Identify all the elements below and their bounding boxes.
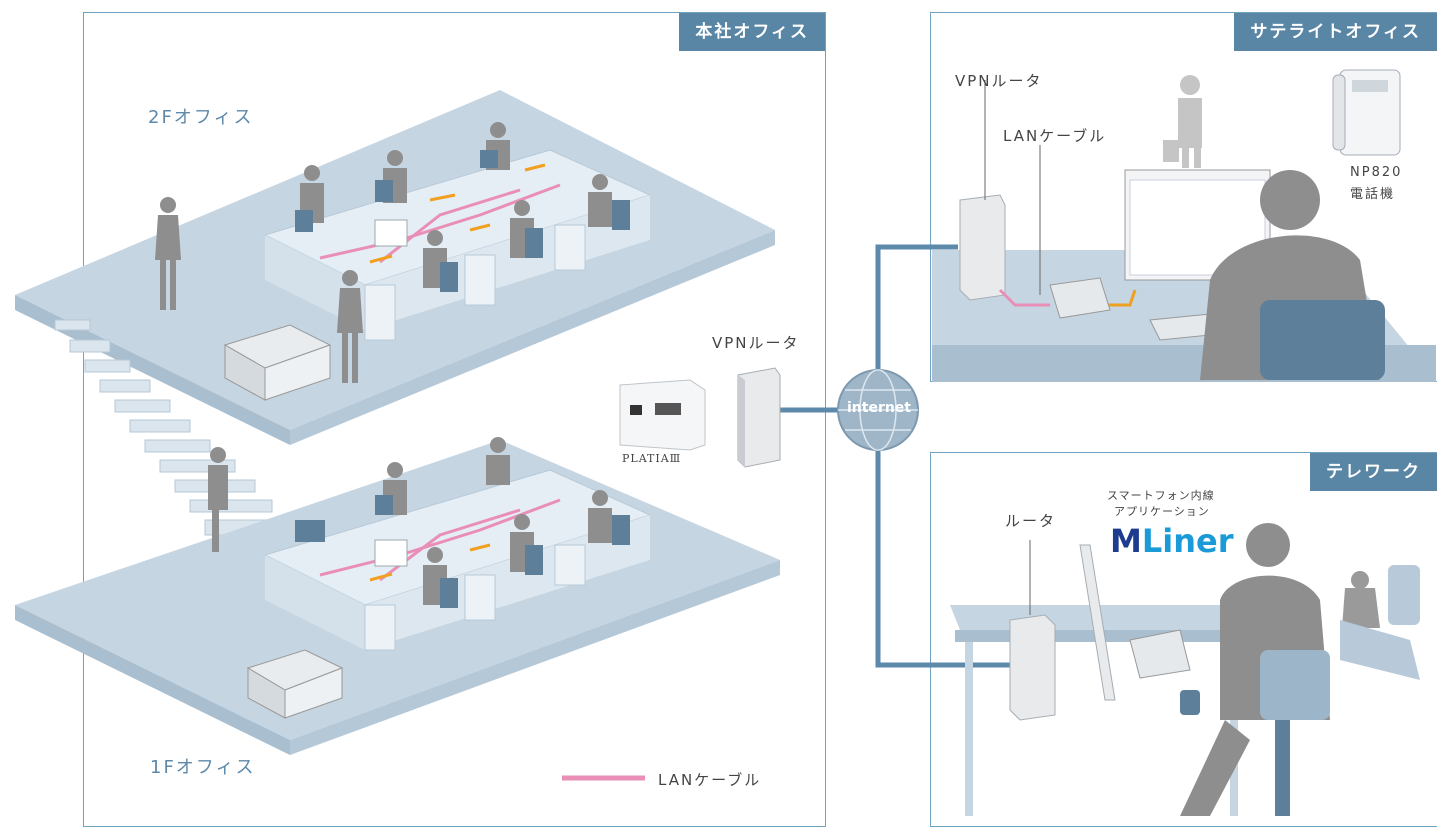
internet-globe-icon — [837, 369, 919, 451]
printer-2f — [223, 324, 332, 401]
telework-router-label: ルータ — [1005, 512, 1057, 530]
satellite-scene — [932, 69, 1436, 382]
desk-cluster-1f — [263, 469, 652, 651]
legend-lan-label: LANケーブル — [658, 771, 762, 789]
telework-scene — [950, 523, 1420, 816]
platia-name: PLATIAⅢ — [622, 452, 682, 465]
satellite-vpn-router-label: VPNルータ — [955, 72, 1043, 90]
mliner-logo: MLiner — [1110, 522, 1233, 560]
satellite-lan-cable-label: LANケーブル — [1003, 127, 1107, 145]
office-workers — [155, 122, 612, 605]
telework-title: テレワーク — [1310, 453, 1437, 491]
satellite-office-title: サテライトオフィス — [1234, 13, 1437, 51]
cat-figure — [1342, 571, 1380, 628]
printer-1f — [246, 649, 344, 719]
floor-2f-label: 2Fオフィス — [148, 107, 254, 128]
vpn-router-center-label: VPNルータ — [712, 334, 800, 352]
app-desc-line1: スマートフォン内線 — [1107, 489, 1215, 502]
phone-kind-label: 電話機 — [1350, 187, 1396, 202]
mliner-logo-rest: Liner — [1141, 522, 1234, 560]
app-desc-line2: アプリケーション — [1114, 505, 1210, 518]
phone-model-label: NP820 — [1350, 165, 1403, 180]
desk-cluster-2f — [263, 149, 652, 341]
np820-phone-icon — [1332, 69, 1401, 156]
internet-label: internet — [846, 400, 911, 416]
mliner-logo-m: M — [1110, 522, 1142, 560]
platia-device — [619, 379, 706, 451]
chairs — [295, 150, 630, 608]
hq-office-title: 本社オフィス — [679, 13, 825, 51]
vpn-router-center — [737, 367, 781, 468]
floor-1f-label: 1Fオフィス — [150, 757, 256, 778]
